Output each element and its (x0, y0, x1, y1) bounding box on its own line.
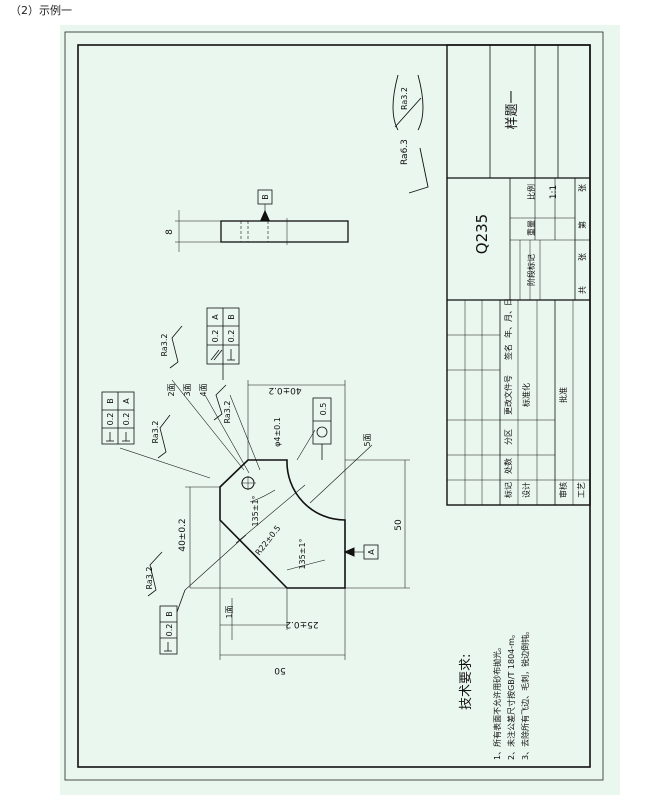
tb-design: 设计 (521, 482, 531, 498)
circularity-frame (312, 397, 332, 460)
circularity-value: 0.5 (319, 403, 328, 416)
tb-sheet-unit-1: 张 (578, 253, 587, 261)
dim-angle-lower: 135±1° (298, 538, 307, 569)
face-label-1: 1面 (225, 605, 234, 618)
tb-sheets-no: 第 (577, 221, 587, 229)
outer-border (64, 31, 604, 781)
tb-scale: 比例 (526, 184, 536, 200)
material-label: Q235 (473, 214, 491, 254)
dim-25: 25±0.2 (285, 619, 318, 629)
dim-50-right: 50 (394, 519, 404, 531)
drawing-sheet (60, 25, 620, 795)
roughness-symbols (147, 325, 227, 597)
tol-lower-value: 0.2 (165, 624, 174, 637)
tolerance-frame-lower (159, 589, 186, 655)
tech-title: 技术要求: (459, 654, 474, 710)
dim-hole: φ4±0.1 (273, 417, 282, 447)
tb-approve: 批准 (558, 387, 568, 403)
tech-note-3: 3、去除所有飞边、毛刺，锐边倒钝。 (520, 627, 530, 760)
dimension-lines (119, 379, 410, 660)
tol-right-datum-b: B (227, 314, 236, 320)
tol-upper-value-1: 0.2 (106, 413, 115, 426)
tb-signature: 签名 (503, 344, 513, 360)
tb-review: 审核 (558, 482, 568, 498)
dim-50-bottom: 50 (274, 665, 286, 675)
roughness-label-top: Ra3.2 (160, 333, 169, 356)
tb-count: 处数 (503, 458, 513, 474)
face-label-5: 5面 (363, 433, 372, 446)
tolerance-frame-upper (101, 391, 135, 445)
drawing-title: 样题一 (505, 90, 520, 129)
tech-note-2: 2、未注公差尺寸按GB/T 1804-m。 (506, 630, 516, 760)
tech-note-1: 1、所有表面不允许用砂布抛光。 (492, 643, 502, 760)
tb-craft: 工艺 (577, 482, 586, 498)
roughness-bracket-label: Ra3.2 (400, 87, 409, 110)
tb-mark: 标记 (503, 482, 513, 498)
part-outline (219, 459, 346, 589)
tb-sheets-total: 共 (578, 286, 587, 294)
tb-date: 年、月、日 (503, 298, 513, 338)
tol-upper-value-2: 0.2 (122, 413, 131, 426)
roughness-label-lower: Ra3.2 (145, 566, 154, 589)
roughness-main-label: Ra6.3 (400, 139, 410, 165)
dim-radius: R22±0.5 (254, 524, 283, 557)
tb-scale-value: 1:1 (549, 185, 559, 199)
tol-right-value-2: 0.2 (227, 330, 236, 343)
tb-weight: 重量 (526, 220, 536, 236)
tb-sheet-unit-2: 张 (578, 184, 587, 192)
face-label-2: 2面 (167, 383, 176, 396)
title-block (446, 44, 591, 506)
tol-lower-datum-b: B (165, 611, 174, 617)
tb-stage-mark: 阶段标记 (526, 254, 536, 286)
dim-40-top: 40±0.2 (268, 385, 301, 395)
tol-upper-datum-a: A (122, 398, 131, 404)
side-view (175, 189, 349, 252)
dim-40-left: 40±0.2 (178, 518, 188, 551)
tolerance-frame-right (206, 307, 240, 380)
face-label-3: 3面 (183, 383, 192, 396)
dim-thickness: 8 (165, 229, 175, 235)
tol-right-value-1: 0.2 (211, 330, 220, 343)
datum-b-box: B (261, 194, 270, 200)
tol-upper-datum-b: B (106, 398, 115, 404)
face-label-4: 4面 (199, 383, 208, 396)
datum-a-label: A (367, 549, 376, 555)
figure-caption: （2）示例一 (10, 4, 72, 17)
tol-right-datum-a: A (211, 314, 220, 320)
roughness-main-symbol (392, 74, 429, 194)
roughness-label-face4: Ra3.2 (223, 400, 232, 423)
dim-angle-upper: 135±1° (251, 495, 260, 526)
tb-standardization: 标准化 (521, 383, 531, 407)
roughness-label-upper: Ra3.2 (151, 420, 160, 443)
tb-change-doc: 更改文件号 (503, 375, 513, 415)
datum-a-symbol (343, 544, 379, 560)
tb-zone: 分区 (504, 429, 513, 445)
